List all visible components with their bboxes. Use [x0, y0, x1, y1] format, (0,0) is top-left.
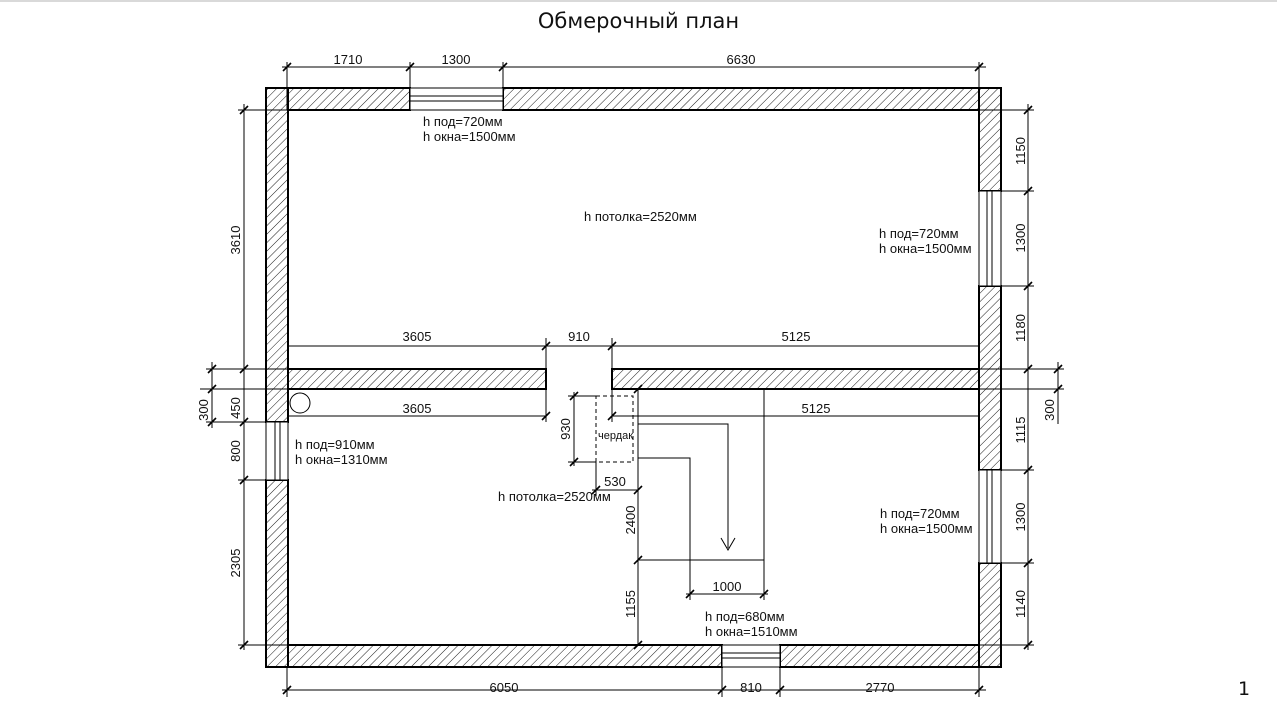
page-number: 1 — [1238, 678, 1251, 700]
dim-right-1115: 1115 — [1013, 417, 1028, 444]
wall-right-3 — [978, 562, 1002, 668]
wall-right-1 — [978, 87, 1002, 192]
page-title: Обмерочный план — [537, 9, 740, 33]
dim-left-300: 300 — [196, 399, 211, 421]
dim-top-2: 1300 — [442, 52, 471, 67]
wall-bottom-right — [779, 644, 1002, 668]
window-right-bottom — [978, 469, 1002, 564]
dim-bottom-1: 6050 — [490, 680, 519, 695]
dim-right-1180: 1180 — [1013, 314, 1028, 342]
dimension-lines — [200, 62, 1064, 697]
note-top-window-sill: h под=720мм — [423, 114, 503, 129]
dim-bottom-3: 2770 — [866, 680, 895, 695]
note-upper-ceiling: h потолка=2520мм — [584, 209, 697, 224]
wall-bottom-left — [265, 644, 723, 668]
dim-left-upper: 3610 — [228, 226, 243, 255]
dim-hatch-930: 930 — [558, 418, 573, 440]
dim-top-1: 1710 — [334, 52, 363, 67]
walls — [265, 87, 1002, 668]
note-right-bottom-window-sill: h под=720мм — [880, 506, 960, 521]
dim-mid-upper-left: 3605 — [403, 329, 432, 344]
dim-mid-opening: 910 — [568, 329, 590, 344]
window-right-top — [978, 190, 1002, 287]
note-lower-ceiling: h потолка=2520мм — [498, 489, 611, 504]
dim-right-1300-top: 1300 — [1013, 224, 1028, 253]
note-right-bottom-window-height: h окна=1500мм — [880, 521, 973, 536]
wall-right-2 — [978, 285, 1002, 471]
dim-left-800: 800 — [228, 440, 243, 462]
note-top-window-height: h окна=1500мм — [423, 129, 516, 144]
note-right-top-window-height: h окна=1500мм — [879, 241, 972, 256]
window-top — [409, 87, 504, 111]
note-left-window-height: h окна=1310мм — [295, 452, 388, 467]
dim-bottom-2: 810 — [740, 680, 762, 695]
annotations: h под=720мм h окна=1500мм h потолка=2520… — [295, 114, 973, 639]
dim-right-300: 300 — [1042, 399, 1057, 421]
wall-middle-right — [611, 368, 980, 390]
dim-stair-1000: 1000 — [713, 579, 742, 594]
pipe-circle — [289, 392, 311, 414]
wall-middle-left — [287, 368, 547, 390]
note-bottom-window-sill: h под=680мм — [705, 609, 785, 624]
dim-stair-1155: 1155 — [623, 590, 638, 618]
dim-right-1140: 1140 — [1013, 590, 1028, 618]
wall-left-upper — [265, 87, 289, 423]
dim-right-1150: 1150 — [1013, 137, 1028, 165]
stair-arrow — [720, 537, 736, 551]
note-right-top-window-sill: h под=720мм — [879, 226, 959, 241]
stair — [637, 389, 765, 645]
dim-mid-lower-right: 5125 — [802, 401, 831, 416]
dim-top-3: 6630 — [727, 52, 756, 67]
window-bottom — [721, 644, 781, 668]
dim-left-450: 450 — [228, 397, 243, 419]
dim-hatch-530: 530 — [604, 474, 626, 489]
dim-left-2305: 2305 — [228, 549, 243, 578]
window-left — [265, 421, 289, 481]
dim-mid-upper-right: 5125 — [782, 329, 811, 344]
note-attic-hatch: чердак — [598, 430, 633, 442]
note-bottom-window-height: h окна=1510мм — [705, 624, 798, 639]
dimension-labels: 1710 1300 6630 6050 810 2770 3610 800 23… — [196, 52, 1057, 695]
note-left-window-sill: h под=910мм — [295, 437, 375, 452]
top-rule — [0, 0, 1277, 2]
dim-mid-lower-left: 3605 — [403, 401, 432, 416]
dim-stair-2400: 2400 — [623, 506, 638, 535]
attic-hatch — [595, 395, 634, 463]
dim-right-1300-bottom: 1300 — [1013, 503, 1028, 532]
windows — [265, 87, 1002, 668]
wall-left-lower — [265, 479, 289, 668]
wall-top-right — [502, 87, 1002, 111]
